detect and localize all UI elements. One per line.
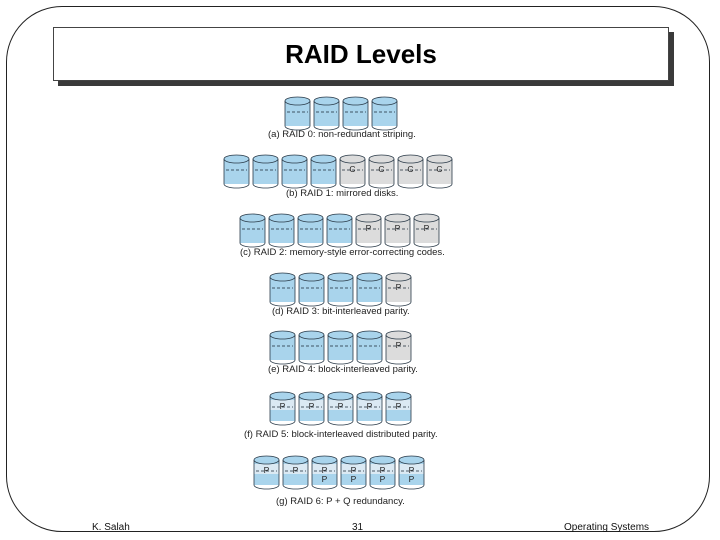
redundant-disk xyxy=(385,272,412,307)
parity-disk xyxy=(269,391,296,426)
disk-mark: P xyxy=(309,401,315,411)
raid-row: P xyxy=(269,272,412,307)
redundant-disk xyxy=(339,154,366,189)
data-disk xyxy=(239,213,266,248)
parity-disk xyxy=(327,391,354,426)
data-disk xyxy=(356,330,383,365)
data-disk xyxy=(342,96,369,131)
disk-mark: P xyxy=(264,465,270,475)
disk-mark: P xyxy=(396,340,402,350)
footer-page-number: 31 xyxy=(352,522,364,533)
disk-mark: P xyxy=(351,474,357,484)
redundant-disk xyxy=(355,213,382,248)
data-disk xyxy=(281,154,308,189)
raid-caption: (a) RAID 0: non-redundant striping. xyxy=(268,129,416,140)
redundant-disk xyxy=(426,154,453,189)
parity-disk xyxy=(282,455,309,490)
parity-disk xyxy=(311,455,338,490)
raid-row: P xyxy=(269,330,412,365)
data-disk xyxy=(356,272,383,307)
redundant-disk xyxy=(384,213,411,248)
raid-row xyxy=(284,96,398,131)
data-disk xyxy=(284,96,311,131)
raid-caption: (e) RAID 4: block-interleaved parity. xyxy=(268,364,418,375)
disk-mark: P xyxy=(322,474,328,484)
parity-disk xyxy=(340,455,367,490)
disk-mark: P xyxy=(366,223,372,233)
data-disk xyxy=(327,330,354,365)
disk-mark: P xyxy=(380,474,386,484)
parity-disk xyxy=(385,391,412,426)
parity-disk xyxy=(253,455,280,490)
data-disk xyxy=(297,213,324,248)
slide-title: RAID Levels xyxy=(285,38,437,69)
disk-mark: C xyxy=(407,164,413,174)
data-disk xyxy=(326,213,353,248)
disk-mark: C xyxy=(378,164,384,174)
disk-mark: P xyxy=(380,465,386,475)
data-disk xyxy=(327,272,354,307)
disk-mark: C xyxy=(349,164,355,174)
raid-caption: (d) RAID 3: bit-interleaved parity. xyxy=(272,306,410,317)
data-disk xyxy=(371,96,398,131)
disk-mark: P xyxy=(280,401,286,411)
disk-mark: P xyxy=(322,465,328,475)
data-disk xyxy=(252,154,279,189)
raid-caption: (f) RAID 5: block-interleaved distribute… xyxy=(244,429,438,440)
disk-mark: P xyxy=(293,465,299,475)
disk-mark: P xyxy=(424,223,430,233)
redundant-disk xyxy=(385,330,412,365)
disk-mark: P xyxy=(367,401,373,411)
data-disk xyxy=(269,272,296,307)
parity-disk xyxy=(298,391,325,426)
disk-mark: P xyxy=(396,401,402,411)
parity-disk xyxy=(369,455,396,490)
data-disk xyxy=(310,154,337,189)
disk-mark: P xyxy=(338,401,344,411)
disk-mark: P xyxy=(396,282,402,292)
footer-author: K. Salah xyxy=(92,522,130,533)
disk-mark: P xyxy=(409,474,415,484)
data-disk xyxy=(298,272,325,307)
raid-caption: (b) RAID 1: mirrored disks. xyxy=(286,188,399,199)
footer-course: Operating Systems xyxy=(564,522,650,533)
data-disk xyxy=(223,154,250,189)
data-disk xyxy=(313,96,340,131)
parity-disk xyxy=(398,455,425,490)
redundant-disk xyxy=(397,154,424,189)
raid-caption: (c) RAID 2: memory-style error-correctin… xyxy=(240,247,445,258)
data-disk xyxy=(298,330,325,365)
disk-mark: C xyxy=(436,164,442,174)
parity-disk xyxy=(356,391,383,426)
disk-mark: P xyxy=(395,223,401,233)
data-disk xyxy=(269,330,296,365)
redundant-disk xyxy=(413,213,440,248)
redundant-disk xyxy=(368,154,395,189)
data-disk xyxy=(268,213,295,248)
raid-caption: (g) RAID 6: P + Q redundancy. xyxy=(276,496,405,507)
disk-mark: P xyxy=(409,465,415,475)
title-box: RAID Levels xyxy=(53,27,669,81)
slide-frame xyxy=(6,6,710,532)
disk-mark: P xyxy=(351,465,357,475)
